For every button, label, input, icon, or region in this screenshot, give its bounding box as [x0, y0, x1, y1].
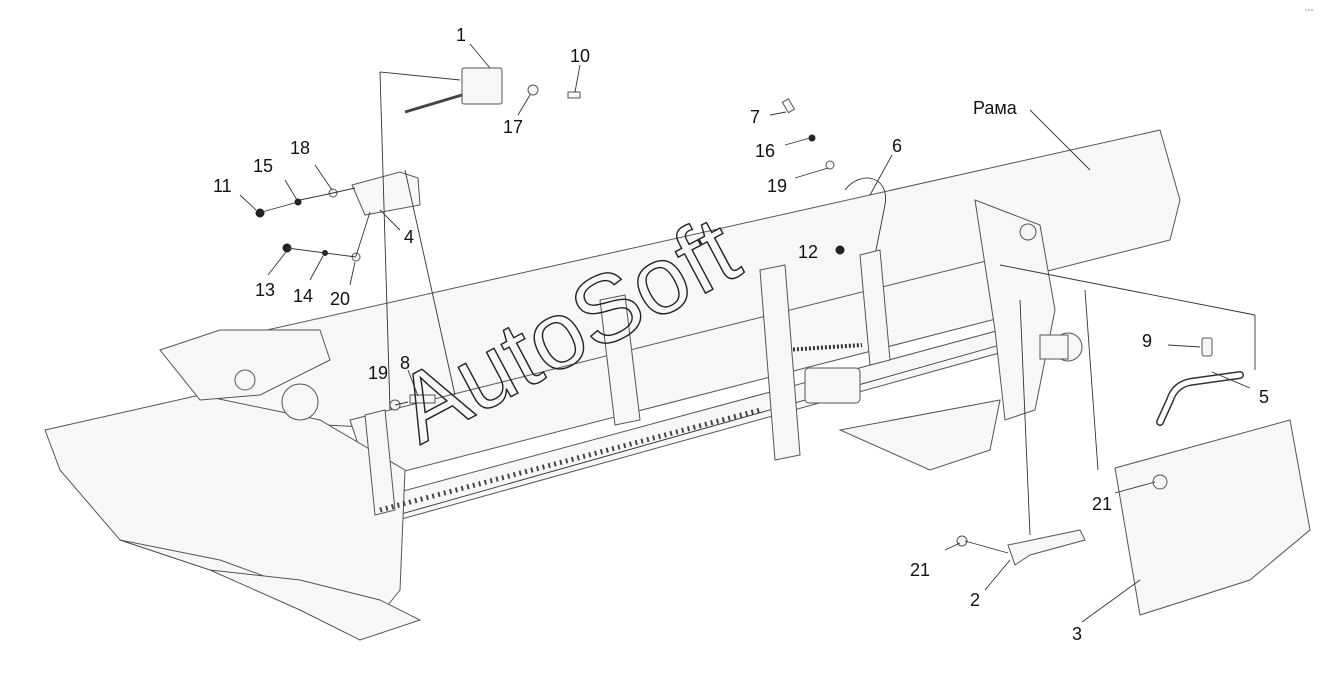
label-7: 7 [750, 107, 760, 127]
label-4: 4 [404, 227, 414, 247]
part-19-washer-top [825, 160, 835, 170]
label-10: 10 [570, 46, 590, 66]
label-19-top: 19 [767, 176, 787, 196]
label-14: 14 [293, 286, 313, 306]
label-21-left: 21 [910, 560, 930, 580]
label-frame: Рама [973, 98, 1018, 118]
label-17: 17 [503, 117, 523, 137]
part-2-strip [1007, 529, 1086, 566]
part-8-pin [409, 394, 436, 404]
callout-labels: 1 10 17 11 15 18 4 13 14 20 7 16 19 6 12… [213, 25, 1269, 644]
label-2: 2 [970, 590, 980, 610]
part-10-bolt [567, 91, 581, 99]
leader-lines [239, 43, 1256, 623]
part-7-pin [781, 98, 796, 114]
label-13: 13 [255, 280, 275, 300]
label-5: 5 [1259, 387, 1269, 407]
header-frame-body [44, 129, 1181, 641]
label-9: 9 [1142, 331, 1152, 351]
label-21-right: 21 [1092, 494, 1112, 514]
label-12: 12 [798, 242, 818, 262]
label-20: 20 [330, 289, 350, 309]
part-1-bracket [404, 67, 503, 114]
label-11: 11 [213, 176, 232, 196]
corner-mark: °°° [1305, 8, 1314, 16]
label-16: 16 [755, 141, 775, 161]
part-3-cover [1114, 419, 1311, 616]
label-1: 1 [456, 25, 466, 45]
part-11-nut [255, 208, 265, 218]
label-6: 6 [892, 136, 902, 156]
label-15: 15 [253, 156, 273, 176]
label-18: 18 [290, 138, 310, 158]
label-3: 3 [1072, 624, 1082, 644]
label-8: 8 [400, 353, 410, 373]
part-17-washer [527, 84, 539, 96]
part-12-nut [835, 245, 845, 255]
part-4-plate [351, 171, 421, 216]
part-9-bolt [1201, 337, 1213, 357]
label-19-left: 19 [368, 363, 388, 383]
part-21-bolt-right [1152, 474, 1168, 490]
